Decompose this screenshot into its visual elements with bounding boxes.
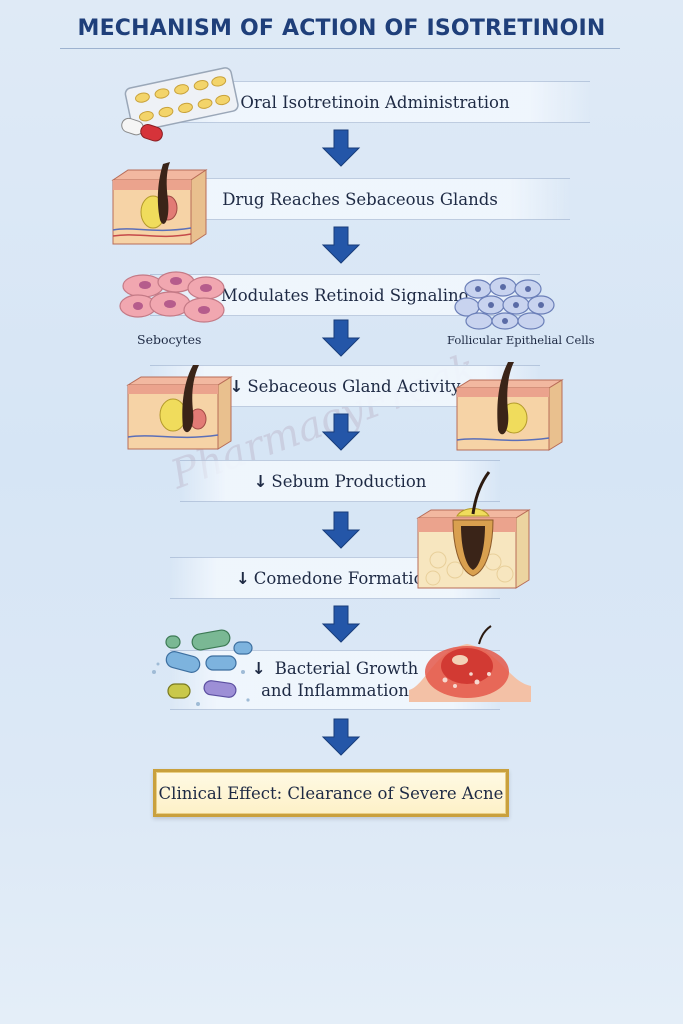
down-arrow-icon — [321, 605, 361, 643]
step-label: Comedone Formation — [253, 568, 435, 588]
title-rule — [60, 48, 620, 49]
down-arrow-icon — [321, 413, 361, 451]
step-label: Modulates Retinoid Signaling — [220, 285, 470, 305]
bacteria-icon — [152, 629, 253, 706]
step-label: Sebaceous Gland Activity — [247, 376, 461, 396]
decrease-arrow-icon: ↓ — [235, 568, 250, 588]
step-sebaceous-glands: Drug Reaches Sebaceous Glands — [150, 178, 570, 220]
step-label: Bacterial Growth — [274, 659, 419, 678]
sebaceous-gland-icon — [126, 365, 233, 450]
decrease-arrow-icon: ↓ — [253, 471, 268, 491]
down-arrow-icon — [321, 226, 361, 264]
pill-blister-icon — [121, 67, 239, 142]
down-arrow-icon — [321, 129, 361, 167]
page-title: MECHANISM OF ACTION OF ISOTRETINOIN — [77, 16, 606, 41]
down-arrow-icon — [321, 511, 361, 549]
decrease-arrow-icon: ↓ — [229, 376, 244, 396]
step-label-line2: and Inflammation — [261, 681, 409, 700]
step-sebum-production: ↓ Sebum Production — [180, 460, 500, 502]
sebocytes-label: Sebocytes — [137, 332, 202, 347]
sebocytes-icon — [119, 271, 225, 323]
inflamed-skin-icon — [409, 625, 531, 702]
final-effect-box: Clinical Effect: Clearance of Severe Acn… — [153, 769, 509, 817]
step-label: Drug Reaches Sebaceous Glands — [222, 189, 498, 209]
skin-cross-section-icon — [111, 162, 208, 245]
step-label: Oral Isotretinoin Administration — [240, 92, 510, 112]
down-arrow-icon — [321, 718, 361, 756]
decrease-arrow-icon: ↓ — [251, 659, 266, 678]
down-arrow-icon — [321, 319, 361, 357]
step-label: Sebum Production — [271, 471, 427, 491]
sebaceous-gland-icon — [455, 362, 564, 451]
follicle-icon — [416, 471, 531, 589]
follicular-cells-icon — [454, 277, 555, 330]
final-effect-label: Clinical Effect: Clearance of Severe Acn… — [158, 783, 504, 803]
follicular-cells-label: Follicular Epithelial Cells — [447, 333, 595, 347]
